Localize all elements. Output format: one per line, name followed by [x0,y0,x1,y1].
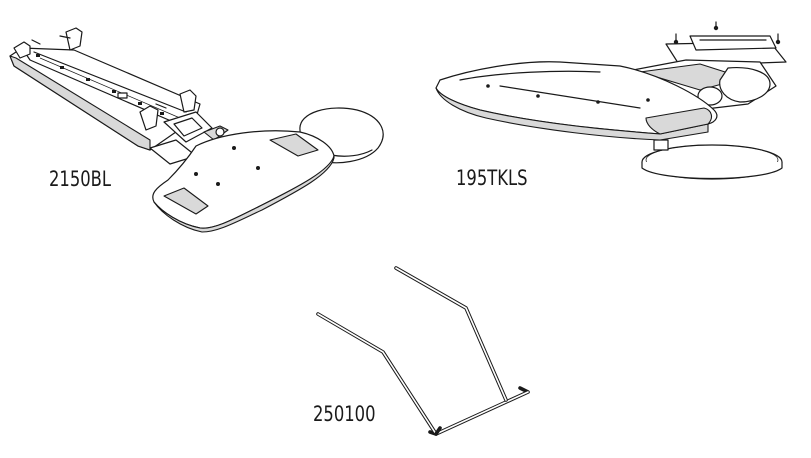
product-label-250100: 250100 [313,402,376,426]
keyboard-tray-mouse-platform-icon [435,21,787,180]
product-label-195tkls: 195TKLS [456,166,528,190]
keyboard-tray-track-icon [9,27,384,233]
wire-bracket-icon [316,266,530,436]
product-label-2150bl: 2150BL [49,167,112,191]
